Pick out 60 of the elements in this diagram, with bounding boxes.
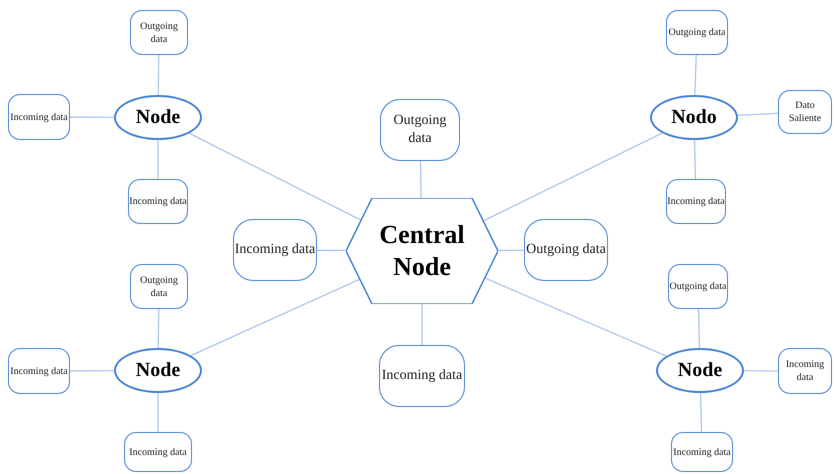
node-label: Nodo	[671, 105, 717, 130]
rounded-box	[8, 94, 70, 140]
rounded-box	[668, 264, 728, 309]
connector-line	[317, 250, 346, 252]
connector-line	[189, 132, 362, 221]
connector-line	[738, 112, 778, 116]
rounded-box	[128, 179, 188, 224]
connector-line	[70, 116, 114, 118]
node-label: Incoming data	[784, 358, 826, 384]
node-label: Incoming data	[667, 195, 725, 208]
connector-line	[157, 393, 159, 432]
node-label: Outgoing data	[670, 280, 726, 293]
node-label: Incoming data	[10, 364, 68, 378]
rounded-box	[130, 264, 188, 309]
node-label: Outgoing data	[668, 26, 726, 39]
node-label: Incoming data	[382, 367, 462, 385]
node-label: Node	[678, 358, 722, 383]
connector-line	[698, 308, 700, 348]
node-label: Outgoing data	[139, 274, 179, 300]
rounded-box	[8, 348, 70, 394]
node-label: Node	[136, 105, 180, 130]
node-label: Central Node	[378, 219, 466, 283]
rounded-box	[379, 345, 465, 407]
node-label: Node	[136, 358, 180, 383]
rounded-box	[666, 179, 726, 224]
node-label: Outgoing data	[139, 20, 179, 46]
connector-line	[70, 370, 114, 372]
connector-line	[744, 370, 778, 372]
ellipse-node	[114, 348, 202, 393]
ellipse-node	[656, 348, 744, 393]
node-label: Outgoing data	[392, 112, 448, 148]
connector-line	[694, 140, 696, 180]
connector-line	[498, 250, 524, 252]
rounded-box	[524, 219, 608, 281]
node-label: Dato Saliente	[788, 99, 822, 125]
node-label: Incoming data	[129, 446, 187, 458]
node-label: Incoming data	[129, 195, 187, 208]
connector-line	[700, 392, 702, 432]
connector-line	[158, 309, 160, 348]
node-label: Incoming data	[10, 110, 68, 124]
rounded-box	[130, 10, 188, 55]
connector-line	[482, 132, 663, 222]
rounded-box	[778, 90, 832, 134]
rounded-box	[666, 10, 728, 55]
rounded-box	[124, 432, 192, 472]
connector-line	[420, 160, 422, 198]
connector-line	[158, 55, 160, 95]
connector-line	[421, 304, 423, 345]
rounded-box	[671, 432, 733, 472]
connector-line	[694, 54, 697, 96]
connector-line	[157, 140, 159, 179]
node-label: Incoming data	[673, 446, 731, 458]
node-label: Incoming data	[234, 241, 316, 259]
rounded-box	[380, 99, 460, 161]
rounded-box	[233, 219, 317, 281]
connector-line	[484, 277, 667, 357]
connector-line	[190, 278, 360, 356]
node-label: Outgoing data	[526, 241, 606, 259]
hexagon-node	[346, 198, 498, 304]
rounded-box	[778, 348, 832, 394]
